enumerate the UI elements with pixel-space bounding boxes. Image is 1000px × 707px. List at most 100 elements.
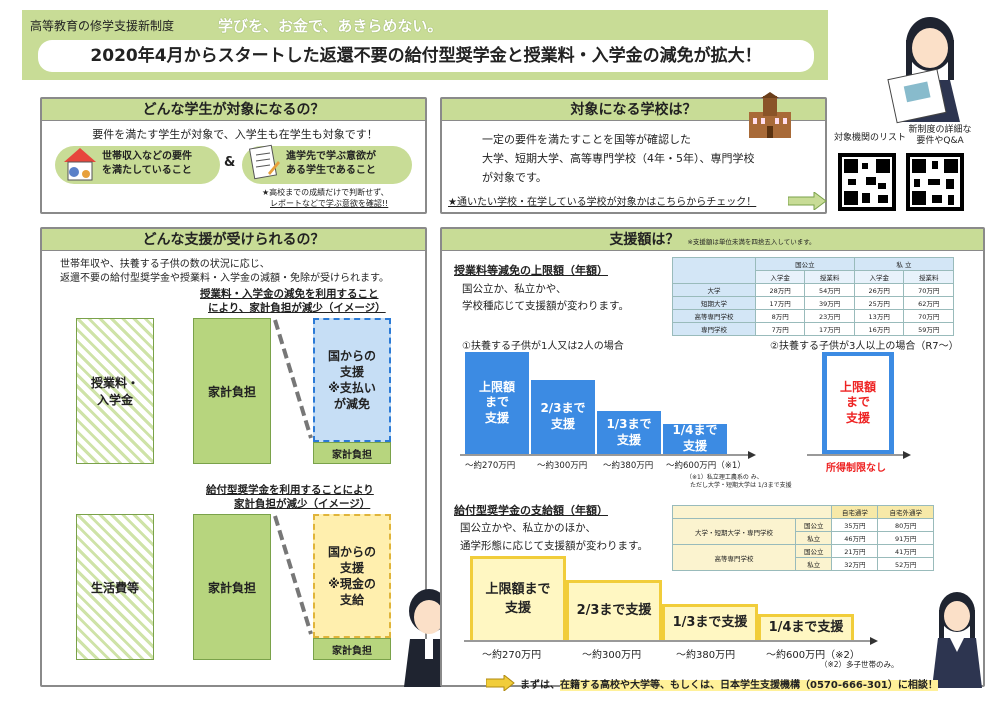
t1-cell: 62万円 [903,296,954,310]
students-note1: ★高校までの成績だけで判断せず、 [262,188,389,197]
image2-caption-b: 家計負担が減少（イメージ） [234,498,371,510]
axis-arrow-2 [807,451,911,459]
note2: （※2）多子世帯のみ。 [820,660,899,669]
arrow-right-icon [788,192,827,210]
qr-code-details[interactable] [906,153,964,211]
household-small-1: 家計負担 [313,442,391,464]
amount-title: 支援額は？ [609,232,680,248]
amount-note: ※支援額は単位未満を四捨五入しています。 [687,238,816,246]
t1-cell: 70万円 [903,309,954,323]
t1-cell: 16万円 [853,322,905,336]
girl-student-icon [932,592,982,688]
tuition-line1: 国公立か、私立かや、 [462,283,567,295]
qr-code-list[interactable] [838,153,896,211]
header-tag: 高等教育の修学支援新制度 [30,19,175,33]
dashed-connector-2 [273,515,313,635]
t1-cell: 17万円 [754,296,806,310]
t2-cell: 21万円 [831,544,879,558]
t2-h-away: 自宅外通学 [877,505,934,519]
t1-sub: 授業料 [903,270,954,284]
axis-arrow-1 [460,451,756,459]
t2-cell: 国公立 [795,544,833,558]
t2-cell: 私立 [795,531,833,545]
support-title: どんな支援が受けられるの？ [42,229,425,251]
t1-h-private: 私 立 [853,257,955,271]
t1-cell: 39万円 [804,296,855,310]
t1-cell: 短期大学 [672,296,756,310]
ybar-two-thirds: 2/3まで支援 [566,580,662,640]
bar-two-thirds: 2/3まで 支援 [531,380,595,454]
schools-check-link[interactable]: ★通いたい学校・在学している学校が対象かはこちらからチェック！ [448,197,757,208]
t1-cell: 23万円 [804,309,855,323]
scholarship-line2: 通学形態に応じて支援額が変わります。 [460,540,648,552]
t1-cell: 59万円 [903,322,954,336]
header-slogan: 学びを、お金で、あきらめない。 [218,17,443,35]
bar-full: 上限額 まで 支援 [465,352,529,454]
axis-arrow-3 [464,637,878,645]
t1-cell: 25万円 [853,296,905,310]
t1-cell: 26万円 [853,283,905,297]
x-label: ～約300万円 [537,461,588,471]
t1-cell: 8万円 [754,309,806,323]
ampersand: & [224,155,236,170]
students-note2: レポートなどで学ぶ意欲を確認!! [270,199,389,208]
ybar-one-quarter: 1/4まで支援 [758,614,854,640]
bar-one-quarter: 1/4まで 支援 [663,423,727,454]
amount-header: 支援額は？ ※支援額は単位未満を四捨五入しています。 [442,229,983,251]
t2-cell: 32万円 [831,557,879,571]
school-building-icon [749,92,791,138]
ybar-full: 上限額まで 支援 [470,556,566,640]
footer-arrow-icon [486,675,515,691]
x-label: ～約600万円（※1） [666,461,746,471]
girl-reading-icon [887,17,960,124]
footer-b: 在籍する高校や大学等、もしくは、日本学生支援機構（0570-666-301）に相… [560,680,938,691]
image1-caption-a: 授業料・入学金の減免を利用すること [200,288,379,300]
t2-h-home: 自宅通学 [831,505,879,519]
t2-cell: 私立 [795,557,833,571]
students-title: どんな学生が対象になるの？ [42,99,425,121]
t2-cell: 80万円 [877,518,934,532]
t1-h-public: 国公立 [754,257,855,271]
image1-caption-b: により、家計負担が減少（イメージ） [208,302,386,314]
t2-group1: 大学・短期大学・専門学校 [671,518,797,545]
house-family-icon [64,148,96,181]
t1-sub: 入学金 [853,270,905,284]
tuition-line2: 学校種応じて支援額が変わります。 [462,300,629,312]
govt-support-block-2: 国からの 支援 ※現金の 支給 [313,514,391,638]
bar-one-third: 1/3まで 支援 [597,411,661,454]
schools-line2: 大学、短期大学、高等専門学校（4年・5年）、専門学校 [482,152,755,165]
t1-cell: 高等専門学校 [672,309,756,323]
t2-cell: 35万円 [831,518,879,532]
yx-label: ～約300万円 [582,650,642,661]
fee-block: 授業料・ 入学金 [76,318,154,464]
t2-group2: 高等専門学校 [671,544,797,571]
schools-line1: 一定の要件を満たすことを国等が確認した [482,133,691,146]
page-title: 2020年4月からスタートした返還不要の給付型奨学金と授業料・入学金の減免が拡大… [38,40,814,72]
t1-cell: 70万円 [903,283,954,297]
qr-label-list: 対象機関のリスト [834,133,907,143]
x-label: ～約380万円 [603,461,654,471]
report-writing-icon [248,144,280,180]
t2-cell: 91万円 [877,531,934,545]
schools-line3: が対象です。 [482,171,547,184]
no-income-limit: 所得制限なし [826,463,886,474]
image2-caption-a: 給付型奨学金を利用することにより [206,484,374,496]
note1b: ただし大学・短期大学は 1/3まで支援 [690,482,792,489]
t1-cell: 17万円 [804,322,855,336]
note1a: （※1）私立理工農系の み、 [686,474,763,481]
footer-text: まずは、在籍する高校や大学等、もしくは、日本学生支援機構（0570-666-30… [520,676,938,691]
t1-cell: 54万円 [804,283,855,297]
scholarship-title: 給付型奨学金の支給額（年額） [454,504,608,517]
tuition-title: 授業料等減免の上限額（年額） [454,264,608,277]
yx-label: ～約380万円 [676,650,736,661]
case1-label: ①扶養する子供が1人又は2人の場合 [462,341,624,352]
yx-label: ～約270万円 [482,650,542,661]
t1-cell: 13万円 [853,309,905,323]
